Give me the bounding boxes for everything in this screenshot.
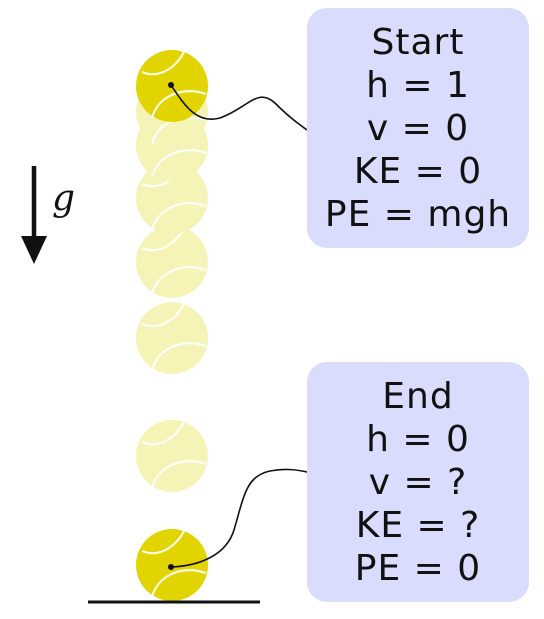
gravity-arrow-icon [21, 166, 47, 264]
start-height: h = 1 [366, 64, 470, 106]
start-connector [170, 84, 308, 131]
start-kinetic-energy: KE = 0 [353, 150, 483, 192]
end-ball [136, 529, 208, 601]
ghost-ball [136, 420, 208, 492]
ghost-ball [136, 302, 208, 374]
end-state-box: End h = 0 v = ? KE = ? PE = 0 [307, 362, 529, 602]
start-potential-energy: PE = mgh [324, 193, 512, 235]
end-connector [170, 468, 308, 568]
end-height: h = 0 [366, 418, 470, 460]
start-state-box: Start h = 1 v = 0 KE = 0 PE = mgh [307, 8, 529, 248]
end-velocity: v = ? [368, 461, 468, 503]
start-velocity: v = 0 [366, 107, 470, 149]
end-potential-energy: PE = 0 [354, 547, 482, 589]
end-title: End [382, 375, 454, 417]
gravity-label: g [52, 178, 76, 219]
end-kinetic-energy: KE = ? [355, 504, 481, 546]
ball-trail [136, 76, 208, 492]
start-title: Start [371, 21, 465, 63]
ghost-ball [136, 226, 208, 298]
ghost-ball [136, 162, 208, 234]
